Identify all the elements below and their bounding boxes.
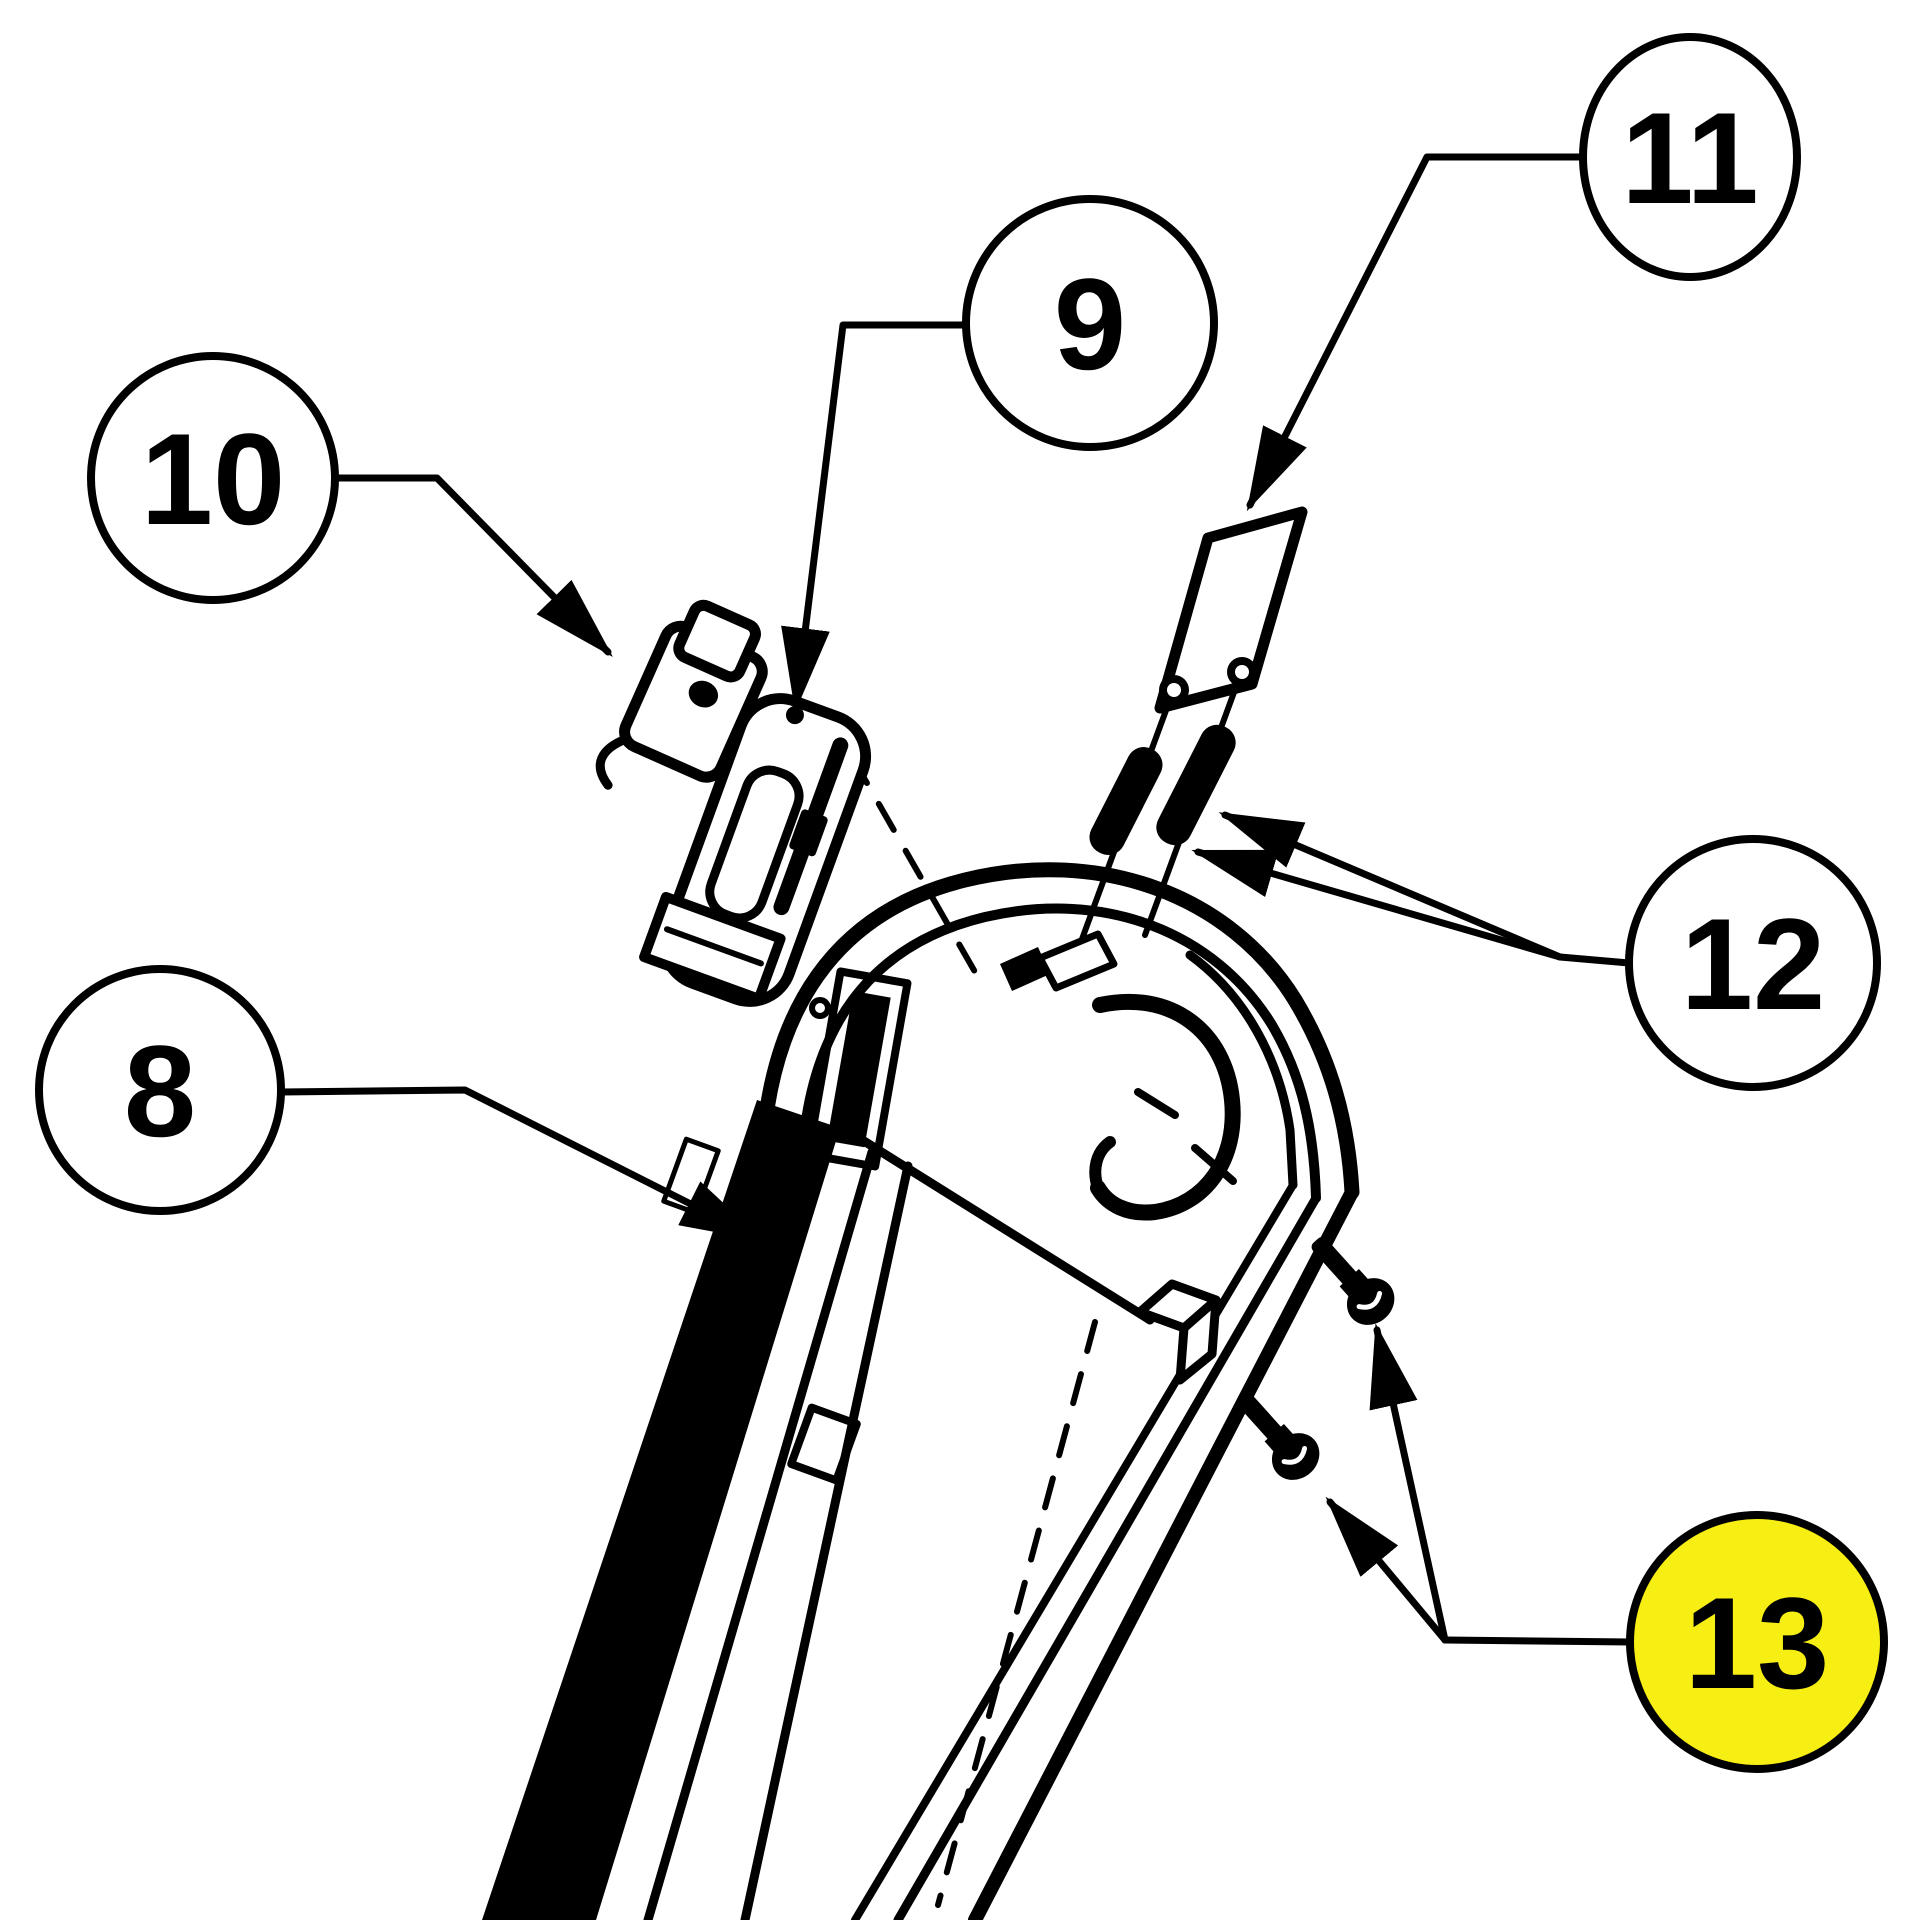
balloon-11-label: 11: [1621, 85, 1758, 231]
balloon-9-label: 9: [1054, 251, 1126, 397]
leader-10: [333, 474, 613, 657]
cap-boss: [673, 599, 761, 683]
plate-rod-collar: [789, 809, 828, 857]
hook-tail: [1089, 1136, 1116, 1194]
shaft-left-band: [482, 1100, 840, 1920]
hood-arc-outer: [754, 862, 1360, 1200]
balloon-11[interactable]: 11: [1579, 33, 1801, 281]
leader-11: [1246, 153, 1587, 512]
cover-plate-outline: [1154, 506, 1308, 714]
shaft-line-1: [643, 1147, 877, 1920]
shaft-line-4: [893, 1193, 1321, 1920]
pin-2: [1156, 724, 1236, 846]
balloon-12-label: 12: [1681, 891, 1826, 1037]
plate-tab-line: [663, 926, 764, 967]
exploded-drawing: [278, 153, 1634, 1920]
balloon-11-circle[interactable]: [1579, 33, 1801, 281]
balloon-9[interactable]: 9: [962, 195, 1218, 451]
axis-upper: [849, 754, 978, 975]
balloon-8-label: 8: [124, 1018, 196, 1164]
shaft-line-3: [851, 1181, 1297, 1920]
balloon-10[interactable]: 10: [87, 352, 339, 604]
hood-arc-mid: [797, 903, 1321, 1203]
leader-12-stub: [1556, 953, 1633, 967]
balloon-9-circle[interactable]: [962, 195, 1218, 451]
dashed-axis-lines: [849, 754, 1098, 1908]
part-8-body-drawing: [482, 862, 1360, 1920]
balloon-13-highlighted[interactable]: 13: [1626, 1511, 1888, 1773]
part-11-plate-drawing: [1154, 506, 1308, 714]
cap-hole: [688, 680, 719, 708]
bracket-bottom-edge: [835, 1121, 1155, 1325]
balloon-13-circle[interactable]: [1626, 1511, 1888, 1773]
balloon-8-circle[interactable]: [35, 965, 285, 1215]
hook-tick-2: [1191, 1144, 1237, 1185]
part-13-screws-drawing: [1236, 1237, 1395, 1480]
balloon-12-circle[interactable]: [1625, 835, 1881, 1091]
shaft-square-boss: [1135, 1279, 1221, 1385]
balloon-10-label: 10: [141, 406, 286, 552]
cap-tail: [595, 734, 632, 790]
balloon-10-circle[interactable]: [87, 352, 339, 604]
callout-balloons: 8 9 10 11 12 13: [35, 33, 1888, 1773]
leader-lines: [278, 153, 1634, 1646]
part-10-cap-drawing: [595, 599, 768, 790]
part-12-pins-drawing: [1089, 724, 1236, 855]
shaft-right-edge: [968, 1185, 1359, 1920]
screw-1: [1311, 1237, 1395, 1325]
pin-1: [1089, 747, 1163, 855]
balloon-13-label: 13: [1685, 1570, 1830, 1716]
keyhole-shadow: [1000, 947, 1050, 991]
leader-13-arrow-2: [1325, 1496, 1449, 1644]
leader-13-stub: [1441, 1636, 1634, 1646]
body-slot: [804, 967, 912, 1171]
shaft-line-2: [740, 1161, 913, 1920]
keyhole-opening: [1036, 930, 1118, 992]
bracket-hole: [809, 997, 831, 1019]
hook-tick-1: [1134, 1088, 1179, 1119]
hood-arc-inner: [1185, 950, 1298, 1190]
cover-plate-hole-1: [1167, 683, 1181, 697]
balloon-8[interactable]: 8: [35, 965, 285, 1215]
leader-12-arrow-1: [1218, 811, 1564, 961]
screw-2: [1236, 1392, 1320, 1480]
leader-12-arrow-2: [1191, 848, 1564, 961]
leader-13-arrow-1: [1369, 1323, 1449, 1644]
hook-cutout: [1090, 993, 1241, 1221]
balloon-12[interactable]: 12: [1625, 835, 1881, 1091]
cover-plate-hole-2: [1235, 665, 1249, 679]
leader-8: [278, 1086, 765, 1242]
leader-9: [781, 321, 969, 712]
